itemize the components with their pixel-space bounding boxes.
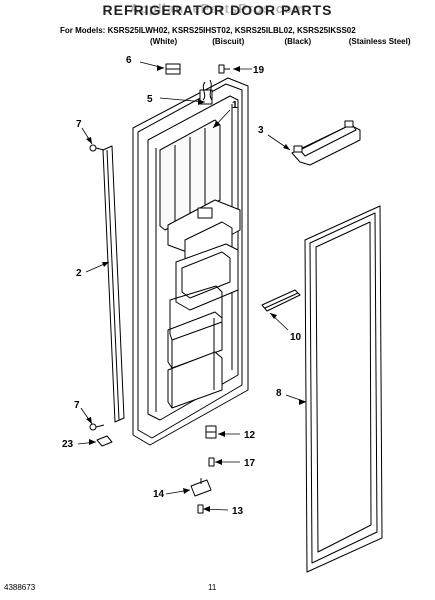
- callout-1: 1: [232, 100, 238, 111]
- color-biscuit: (Biscuit): [212, 37, 245, 46]
- models-prefix: For Models:: [60, 26, 106, 35]
- callout-14: 14: [153, 489, 165, 500]
- callout-7-bottom: 7: [74, 400, 80, 411]
- callout-12: 12: [244, 430, 256, 441]
- callout-7-top: 7: [76, 119, 82, 130]
- callout-2: 2: [76, 268, 82, 279]
- doc-number: 4388673: [4, 583, 36, 592]
- screw-part-7-bottom: [89, 423, 105, 431]
- trim-piece-part-10: [261, 289, 301, 312]
- hinge-block-part-6: [165, 63, 181, 75]
- door-gasket-part-8: [304, 205, 383, 573]
- color-stainless: (Stainless Steel): [348, 37, 411, 46]
- door-liner-part-1: [132, 77, 249, 446]
- screw-part-7-top: [89, 144, 105, 152]
- screw-part-19: [218, 64, 230, 74]
- page-title: REFRIGERATOR DOOR PARTS: [102, 2, 333, 18]
- models-line: For Models: KSRS25ILWH02, KSRS25IHST02, …: [60, 26, 356, 35]
- color-black: (Black): [284, 37, 312, 46]
- models-list: KSRS25ILWH02, KSRS25IHST02, KSRS25ILBL02…: [107, 26, 356, 35]
- shelf-bracket-part-3: [291, 120, 361, 166]
- hinge-pin-part-12: [205, 425, 217, 439]
- page-number: 11: [208, 583, 217, 592]
- callout-10: 10: [290, 332, 302, 343]
- color-white: (White): [150, 37, 178, 46]
- bracket-part-23: [96, 435, 113, 447]
- screw-part-17: [208, 457, 215, 467]
- callout-19: 19: [253, 65, 265, 76]
- callout-17: 17: [244, 458, 256, 469]
- screw-part-13: [197, 504, 204, 514]
- callout-5: 5: [147, 94, 153, 105]
- lower-hinge-part-14: [190, 478, 212, 497]
- watermark: AppliancePartsPros.com: [129, 1, 306, 16]
- callout-3: 3: [258, 125, 264, 136]
- callout-23: 23: [62, 439, 74, 450]
- arrowheads: [86, 65, 306, 512]
- callout-8: 8: [276, 388, 282, 399]
- callout-labels: 1 3 5 6 19 7 2 10 8 7 23 12 17 14 13: [62, 55, 302, 517]
- callout-6: 6: [126, 55, 132, 66]
- callout-13: 13: [232, 506, 244, 517]
- trim-strip-part-2: [102, 145, 125, 423]
- colors-line: (White) (Biscuit) (Black) (Stainless Ste…: [150, 37, 411, 46]
